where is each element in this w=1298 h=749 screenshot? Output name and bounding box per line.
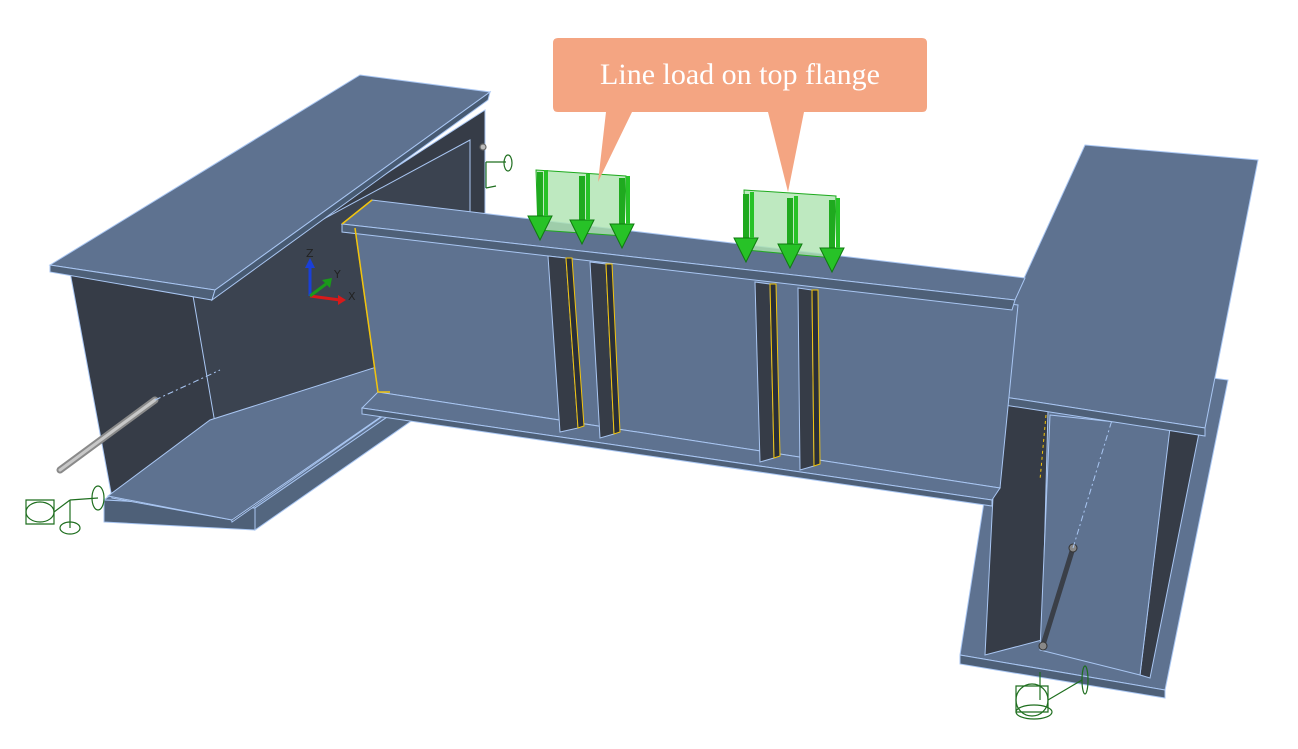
callout: Line load on top flange bbox=[553, 38, 927, 192]
callout-text: Line load on top flange bbox=[600, 58, 880, 91]
axis-label-y: Y bbox=[333, 268, 341, 281]
stiffener-2[interactable] bbox=[589, 261, 621, 439]
rear-boundary-condition-icon bbox=[479, 143, 513, 189]
axis-label-z: Z bbox=[306, 247, 314, 260]
right-boundary-condition-icon bbox=[1015, 665, 1089, 720]
right-tie-rod bbox=[1040, 545, 1076, 648]
stiffener-4[interactable] bbox=[797, 287, 821, 471]
line-load-1[interactable] bbox=[527, 169, 635, 250]
main-girder[interactable] bbox=[340, 199, 1026, 507]
stiffener-1[interactable] bbox=[547, 255, 585, 433]
callout-bubble bbox=[553, 38, 927, 192]
axis-triad-icon: Z Y X bbox=[305, 247, 356, 305]
left-boundary-condition-icon bbox=[25, 485, 105, 535]
right-support-beam[interactable] bbox=[959, 144, 1259, 720]
stiffener-3[interactable] bbox=[754, 281, 781, 463]
axis-label-x: X bbox=[348, 290, 356, 303]
line-load-2[interactable] bbox=[733, 189, 845, 274]
